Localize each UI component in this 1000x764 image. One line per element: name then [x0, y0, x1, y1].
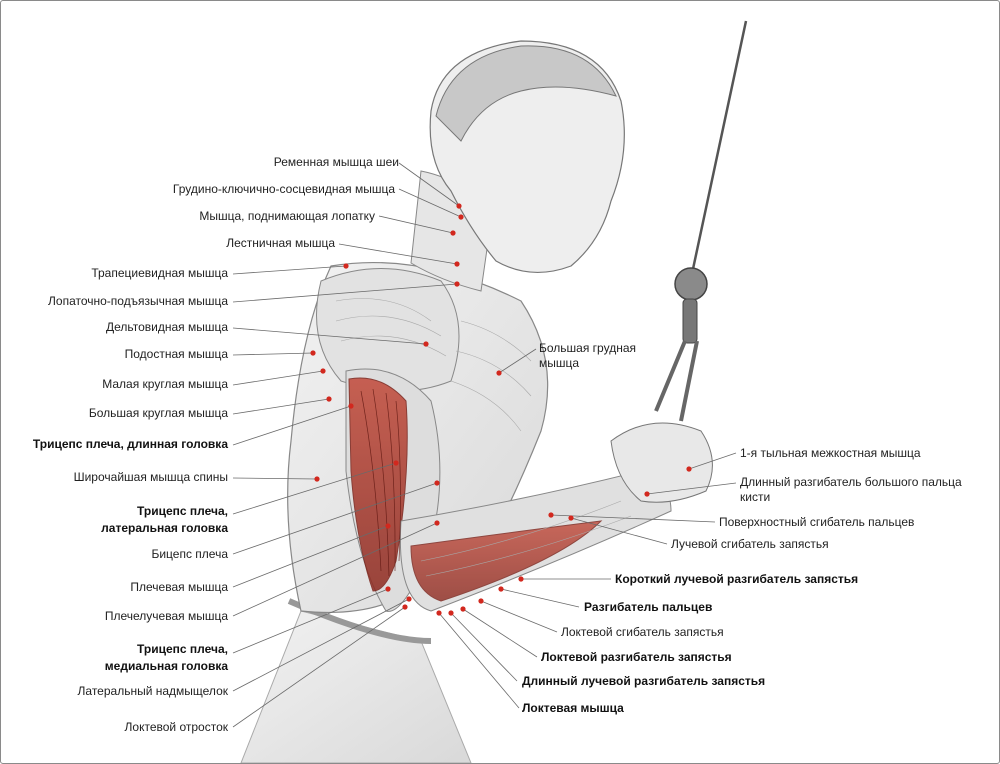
- label-pectoralis-major-text: Большая грудная мышца: [539, 341, 636, 370]
- label-triceps-lateral-head-line1: Трицепс плеча,: [137, 504, 228, 518]
- pin-points: [310, 203, 692, 616]
- label-brachialis: Плечевая мышца: [130, 580, 228, 594]
- label-omohyoid: Лопаточно-подъязычная мышца: [48, 294, 228, 308]
- label-first-dorsal-interosseous: 1-я тыльная межкостная мышца: [740, 446, 921, 460]
- label-flexor-digitorum-superficialis: Поверхностный сгибатель пальцев: [719, 515, 915, 529]
- label-sternocleidomastoid: Грудино-ключично-сосцевидная мышца: [172, 182, 395, 196]
- label-biceps: Бицепс плеча: [151, 547, 228, 561]
- label-latissimus: Широчайшая мышца спины: [73, 470, 228, 484]
- label-triceps-medial-head-line2: медиальная головка: [104, 659, 228, 673]
- label-trapezius: Трапециевидная мышца: [91, 266, 228, 280]
- cable-wire: [691, 20, 748, 270]
- label-triceps-lateral-head-line2: латеральная головка: [101, 521, 228, 535]
- label-anconeus: Локтевая мышца: [522, 701, 624, 715]
- label-olecranon: Локтевой отросток: [124, 720, 228, 734]
- label-extensor-pollicis-longus: Длинный разгибатель большого пальца кист…: [740, 475, 962, 504]
- label-splenius: Ременная мышца шеи: [273, 155, 399, 169]
- label-lateral-epicondyle: Латеральный надмыщелок: [77, 684, 228, 698]
- cable-connector: [682, 298, 698, 344]
- leader-lines-right: [438, 348, 737, 709]
- cable-pulley-ball: [674, 267, 708, 301]
- label-brachioradialis: Плечелучевая мышца: [104, 609, 228, 623]
- label-teres-major: Большая круглая мышца: [88, 406, 228, 420]
- fibre-hatching: [335, 298, 632, 577]
- label-flexor-carpi-ulnaris: Локтевой сгибатель запястья: [561, 625, 724, 639]
- triceps-fibres: [360, 388, 401, 577]
- hair-sketch: [435, 45, 617, 142]
- label-extensor-digitorum: Разгибатель пальцев: [584, 600, 713, 614]
- hand-sketch: [610, 422, 713, 503]
- forearm-extensor-highlight: [410, 520, 603, 602]
- cable-handle-straps: [654, 340, 699, 422]
- label-extensor-carpi-ulnaris: Локтевой разгибатель запястья: [541, 650, 732, 664]
- label-scalene: Лестничная мышца: [226, 236, 335, 250]
- label-flexor-carpi-radialis: Лучевой сгибатель запястья: [671, 537, 829, 551]
- label-deltoid: Дельтовидная мышца: [105, 320, 228, 334]
- legs-sketch: [240, 610, 472, 763]
- label-levator-scapulae: Мышца, поднимающая лопатку: [199, 209, 375, 223]
- label-infraspinatus: Подостная мышца: [124, 347, 228, 361]
- label-pectoralis-major: Большая грудная мышца: [539, 341, 649, 371]
- label-teres-minor: Малая круглая мышца: [102, 377, 228, 391]
- triceps-highlight: [348, 377, 408, 592]
- label-triceps-long-head: Трицепс плеча, длинная головка: [32, 437, 228, 451]
- label-extensor-carpi-radialis-brevis: Короткий лучевой разгибатель запястья: [615, 572, 859, 586]
- label-extensor-carpi-radialis-longus: Длинный лучевой разгибатель запястья: [522, 674, 766, 688]
- label-triceps-medial-head-line1: Трицепс плеча,: [137, 642, 228, 656]
- leader-lines-left: [232, 162, 462, 728]
